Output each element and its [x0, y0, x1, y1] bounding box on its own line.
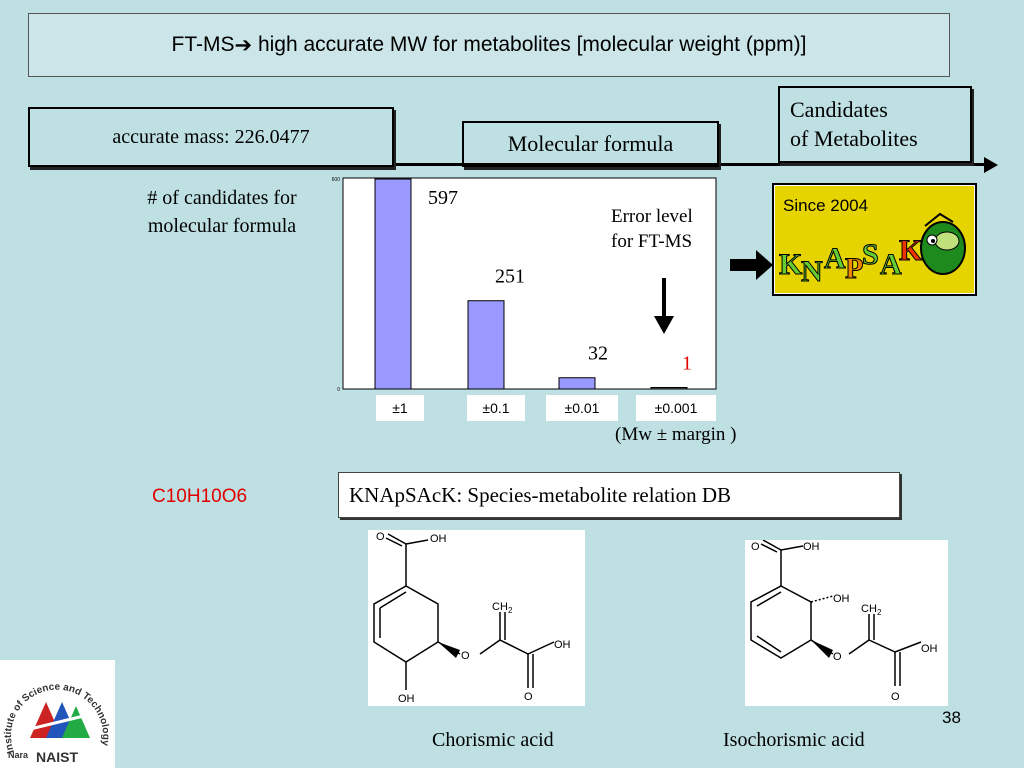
accurate-mass-text: accurate mass: 226.0477 [112, 125, 310, 148]
molecular-formula-text: Molecular formula [507, 131, 674, 156]
candidates-count-line-1: # of candidates for [147, 187, 297, 209]
svg-text:OH: OH [554, 639, 571, 651]
svg-text:OH: OH [430, 533, 447, 545]
logo-nara-text: Nara [8, 750, 29, 760]
candidates-line-2: of Metabolites [790, 126, 918, 151]
bar-chart: 600 0 597 251 32 1 [332, 177, 717, 393]
title-prefix: FT-MS [171, 33, 235, 56]
slide-title: FT-MS➔ high accurate MW for metabolites … [28, 13, 950, 77]
knapsack-logo-box: Since 2004 K N A P S A K [772, 183, 977, 296]
candidates-box: Candidates of Metabolites [778, 86, 972, 163]
candidates-count-line-2: molecular formula [147, 215, 297, 237]
isochorismic-acid-caption: Isochorismic acid [723, 729, 865, 751]
knapsack-wordmark-icon: K N A P S A K [779, 212, 966, 289]
y-tick-label-bottom: 0 [337, 387, 340, 393]
right-arrow-icon [730, 259, 758, 271]
error-level-label: Error level for FT-MS [611, 204, 693, 254]
svg-text:K: K [779, 248, 803, 281]
flow-arrowhead-icon [984, 157, 998, 173]
bar-value-label-1: 251 [495, 266, 525, 288]
svg-text:OH: OH [921, 643, 938, 655]
page-number: 38 [942, 708, 961, 727]
candidates-count-label: # of candidates for molecular formula [112, 184, 332, 240]
svg-text:O: O [751, 541, 760, 553]
svg-text:OH: OH [398, 693, 415, 705]
bar-value-label-2: 32 [588, 343, 608, 365]
svg-text:OH: OH [803, 541, 820, 553]
error-level-line-2: for FT-MS [611, 231, 693, 252]
bar-1 [467, 300, 505, 390]
svg-text:O: O [891, 691, 900, 703]
svg-text:P: P [845, 252, 863, 285]
mw-margin-note: (Mw ± margin ) [615, 424, 737, 445]
x-tick-label-3: ±0.001 [636, 395, 716, 421]
bar-value-label-3: 1 [682, 353, 692, 375]
knapsack-db-title: KNApSAcK: Species-metabolite relation DB [338, 472, 900, 518]
down-arrow-icon [662, 278, 666, 318]
svg-text:2: 2 [877, 608, 882, 617]
svg-text:N: N [801, 255, 823, 288]
knapsack-db-title-text: KNApSAcK: Species-metabolite relation DB [349, 482, 731, 507]
chorismic-acid-caption: Chorismic acid [432, 729, 554, 751]
since-2004-label: Since 2004 [783, 196, 869, 215]
bar-2 [558, 377, 596, 390]
molecular-formula-result: C10H10O6 [152, 486, 248, 507]
x-tick-label-0: ±1 [376, 395, 424, 421]
accurate-mass-box: accurate mass: 226.0477 [28, 107, 394, 167]
knapsack-logo: Since 2004 K N A P S A K [775, 186, 974, 293]
bar-value-label-0: 597 [428, 187, 458, 209]
error-level-line-1: Error level [611, 206, 693, 227]
svg-text:O: O [461, 650, 470, 662]
svg-text:S: S [862, 238, 879, 271]
svg-text:O: O [376, 531, 385, 543]
title-rest: high accurate MW for metabolites [molecu… [252, 33, 807, 56]
logo-naist-text: NAIST [36, 749, 78, 765]
x-tick-label-1: ±0.1 [467, 395, 525, 421]
naist-logo: Institute of Science and Technology Nara… [0, 660, 115, 768]
arrow-icon: ➔ [234, 33, 253, 57]
svg-text:OH: OH [833, 593, 850, 605]
svg-text:A: A [880, 248, 902, 281]
svg-text:CH: CH [861, 603, 877, 615]
svg-text:2: 2 [508, 606, 513, 615]
down-arrowhead-icon [654, 316, 674, 334]
svg-text:CH: CH [492, 601, 508, 613]
svg-text:O: O [833, 651, 842, 663]
bar-0 [374, 178, 412, 390]
svg-text:O: O [524, 691, 533, 703]
right-arrowhead-icon [756, 250, 773, 280]
candidates-line-1: Candidates [790, 97, 888, 122]
molecular-formula-box: Molecular formula [462, 121, 719, 167]
flow-line [28, 163, 988, 166]
x-tick-label-2: ±0.01 [546, 395, 618, 421]
y-tick-label-top: 600 [332, 177, 341, 183]
bar-3 [650, 387, 688, 390]
svg-text:A: A [824, 242, 846, 275]
svg-text:K: K [899, 234, 923, 267]
